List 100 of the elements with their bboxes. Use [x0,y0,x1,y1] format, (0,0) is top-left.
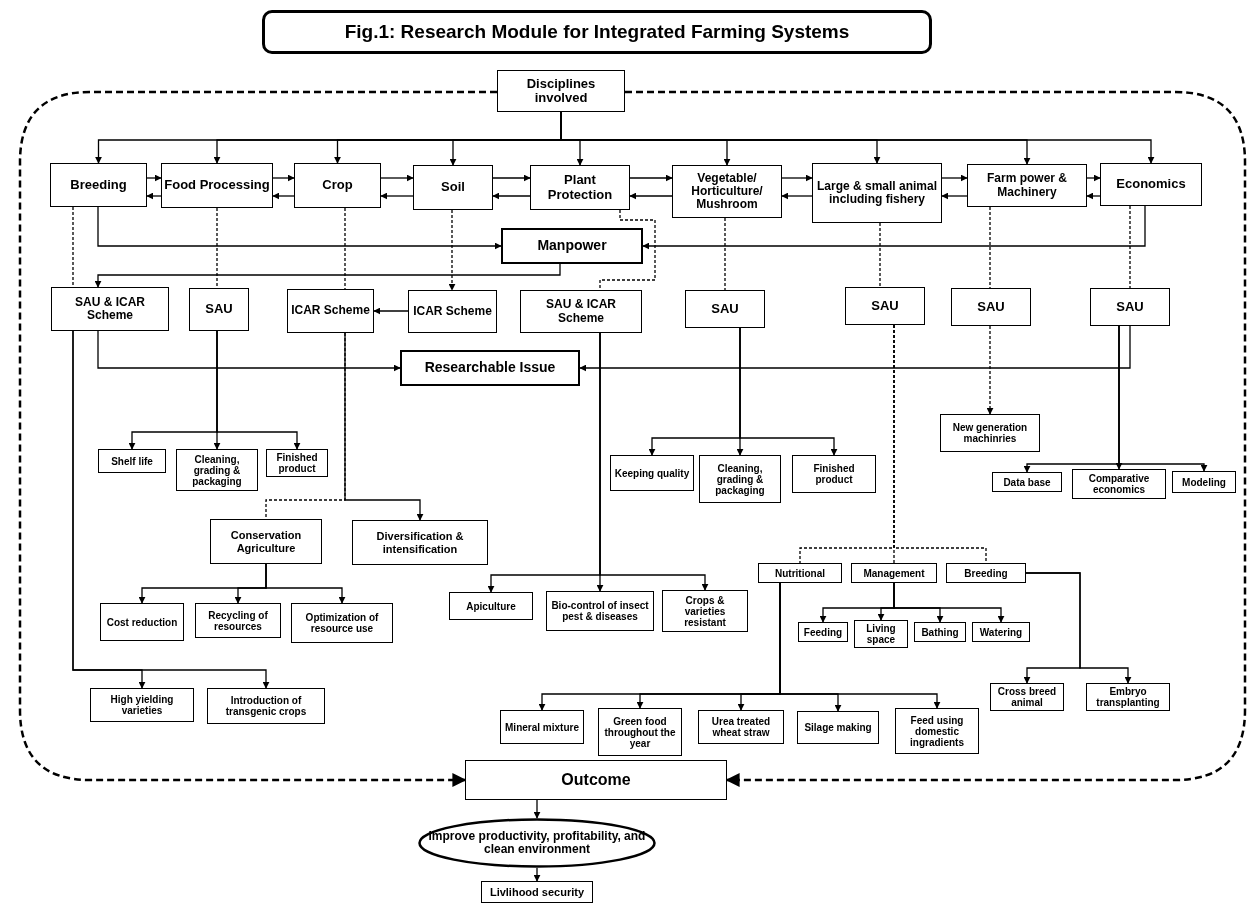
process-box [598,708,682,756]
box-label: Cost reduction [106,616,178,628]
box-label: Modeling [1182,476,1226,488]
box-label: High yielding varieties [109,694,175,716]
process-box [967,164,1087,207]
process-box [195,603,281,638]
box-label: Bathing [921,626,959,638]
box-label: Embryo transplanting [1095,686,1161,708]
arrow [94,263,561,288]
arrow [265,563,346,604]
process-box [500,710,584,744]
arrow [629,174,673,182]
box-label: Diversification & intensification [375,530,465,555]
process-box [685,290,765,328]
process-box [546,591,654,631]
arrow [492,192,531,200]
box-label: SAU [977,299,1005,315]
process-box [189,288,249,331]
process-box [610,455,694,491]
arrow [97,206,502,250]
connector-line [216,207,218,289]
box-label: Finished product [275,452,319,474]
arrow [344,332,424,521]
box-label: Improve productivity, profitability, and clean environment [427,829,647,857]
arrow [579,325,1131,372]
process-box [530,165,630,210]
box-label: Introduction of transgenic crops [224,695,308,717]
arrow [781,174,813,182]
arrow [629,192,673,200]
process-box [851,563,937,583]
box-label: Feed using domestic ingradients [909,714,965,748]
process-box [672,165,782,218]
arrow [1025,572,1132,684]
box-label: Cross breed animal [996,686,1058,708]
process-box [449,592,533,620]
arrow [72,330,270,689]
process-box [497,70,625,112]
process-box [845,287,925,325]
box-label: Keeping quality [614,467,690,479]
box-label: Crop [322,178,353,193]
process-box [520,290,642,333]
process-box [798,622,848,642]
box-label: ICAR Scheme [413,304,492,319]
arrow [533,799,541,819]
process-box [914,622,966,642]
box-label: Recycling of resources [207,609,269,632]
connector-line [724,217,726,291]
process-box [698,710,784,744]
arrow [941,192,968,200]
box-label: Outcome [561,771,631,789]
box-label: Green food throughout the year [603,715,677,749]
process-box [972,622,1030,642]
box-label: SAU & ICAR Scheme [545,298,617,325]
process-box [895,708,979,754]
process-box [1072,469,1166,499]
process-box [481,881,593,903]
process-box [352,520,488,565]
box-label: Manpower [537,238,607,254]
box-label: SAU [711,301,739,317]
connector-line [599,209,656,291]
arrow [533,867,541,882]
arrow [373,307,409,315]
arrow [781,192,813,200]
box-label: ICAR Scheme [291,304,370,318]
process-box [1086,683,1170,711]
process-box [90,688,194,722]
arrow [893,582,1005,623]
process-box [501,228,643,264]
box-label: Vegetable/ Horticulture/ Mushroom [690,171,764,212]
process-box [854,620,908,648]
process-box [100,603,184,641]
arrow [146,192,162,200]
box-label: Living space [865,623,897,645]
box-label: Economics [1116,177,1186,192]
process-box [400,350,580,386]
arrow [216,330,301,450]
arrow [986,325,994,415]
box-label: Mineral mixture [505,721,579,733]
arrow [1086,174,1101,182]
arrow [1118,325,1208,472]
process-box [176,449,258,491]
box-label: Optimization of resource use [304,612,380,634]
arrow [380,192,414,200]
box-label: Plant Protection [546,173,614,202]
arrow [146,174,162,182]
arrow [739,327,838,456]
process-box [98,449,166,473]
process-box [1172,471,1236,493]
process-box [266,449,328,477]
process-box [699,455,781,503]
box-label: Crops & varieties resistant [683,594,727,628]
box-label: Shelf life [111,455,153,467]
process-box [1090,288,1170,326]
box-label: Cleaning, grading & packaging [191,453,243,487]
process-box [207,688,325,724]
box-label: Farm power & Machinery [986,172,1068,199]
box-label: Large & small animal including fishery [815,179,938,207]
process-box [413,165,493,210]
process-box [291,603,393,643]
arrow [492,174,531,182]
